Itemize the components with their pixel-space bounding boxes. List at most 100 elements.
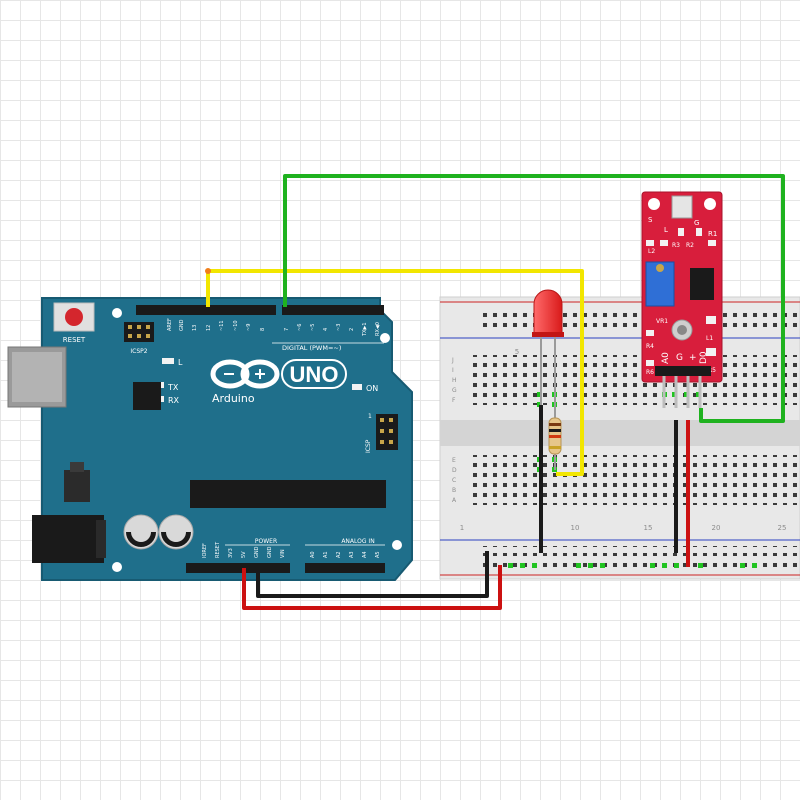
analog-label: ANALOG IN [341,538,374,545]
reset-label: RESET [63,336,86,344]
pin-label-7: 7 [284,328,290,331]
icsp-label: ICSP [365,439,372,453]
sensor-label-g: G [694,219,699,227]
sensor-label-l: L [664,226,668,234]
mount-hole-4 [392,540,402,550]
pin-label-12: 12 [206,325,212,331]
wire-green[interactable] [283,174,785,423]
icsp2-label: ICSP2 [130,348,147,355]
row-letter-j: J [451,357,454,364]
sensor-component-labels: L2 R2 R3 VR1 L1 R4 R5 R6 [646,242,716,376]
col-number-25: 25 [778,524,787,532]
analog-pin-labels: A0 A1 A2 A3 A4 A5 [310,551,381,558]
resistor[interactable] [548,405,562,470]
pin-label-a1: A1 [323,551,329,558]
reset-button[interactable] [53,302,95,332]
atmega-chip [190,480,386,508]
pin-label-6: ~6 [297,324,303,331]
reset-button-cap[interactable] [65,308,83,326]
model-name: UNO [290,362,339,387]
center-channel [440,420,800,446]
pin-label-gnd: GND [179,319,185,331]
row-letter-g: G [452,387,457,394]
row-letter-c: C [452,477,456,484]
wire-yellow[interactable] [206,269,584,476]
sensor-pin-plus: + [689,353,697,363]
led-rx-label: RX [168,396,180,405]
col-number-1: 1 [460,524,464,532]
power-label: POWER [255,538,277,545]
smd-components [646,228,716,366]
potentiometer-screw[interactable] [656,264,664,272]
digital-pin-labels: AREF GND 13 12 ~11 ~10 ~9 8 7 ~6 ~5 4 ~3… [167,318,381,337]
red-led[interactable] [532,289,564,405]
mount-hole-3 [380,333,390,343]
upper-terminal-holes [470,355,800,405]
sensor-pin-header [655,366,711,376]
col-number-5: 5 [515,348,519,356]
breadboard: 5 1 10 15 20 25 J I H G F E D C B A [439,296,800,580]
sound-sensor-module[interactable]: S L G R1 L2 R2 R3 VR1 L1 R4 R5 R6 [641,191,723,408]
potentiometer[interactable] [645,261,675,307]
wire-red-power[interactable] [242,565,502,610]
pin-label-5: ~5 [310,324,316,331]
pin-label-9: ~9 [246,324,252,331]
comp-label-l2: L2 [648,248,655,255]
led-on-label: ON [366,384,378,393]
sensor-pin-legs [662,376,702,408]
pin-label-a2: A2 [336,551,342,558]
digital-label: DIGITAL (PWM=~) [282,344,341,352]
power-header [186,563,290,573]
board-pcb [41,297,413,581]
row-letter-h: H [452,377,457,384]
led-l [162,358,174,364]
pin-label-a0: A0 [310,551,316,558]
mic-connector [671,195,693,219]
bottom-rail-holes-1 [480,546,800,556]
row-letter-d: D [452,467,457,474]
pin-label-gnd1: GND [254,546,260,558]
usb-chip [133,382,161,410]
row-letter-a: A [452,497,457,504]
power-pin-labels: IOREF RESET 3V3 5V GND GND VIN [202,541,286,558]
pin-label-8: 8 [260,328,266,331]
row-letter-f: F [452,397,456,404]
wire-black-power[interactable] [256,551,489,598]
pin-label-3v3: 3V3 [228,548,234,558]
pin-label-4: 4 [323,328,329,331]
led-tx-label: TX [167,383,179,392]
sensor-pin-labels: A0 G + D0 [661,351,709,364]
comp-label-vr1: VR1 [656,318,668,325]
voltage-regulator [64,470,90,502]
sensor-pin-g: G [676,353,683,363]
top-rail-holes-2 [480,322,800,332]
pin-label-3: ~3 [336,324,342,331]
sensor-mount-hole-right [704,198,716,210]
pin-label-13: 13 [192,325,198,331]
digital-header [136,305,384,315]
row-letters-bottom: E D C B A [452,457,457,504]
sensor-label-s: S [648,216,653,224]
row-letters-top: J I H G F [451,357,457,404]
wire-yellow-joint [205,268,211,274]
sensor-label-r1: R1 [708,230,717,238]
comp-label-l1: L1 [706,335,713,342]
col-number-15: 15 [644,524,653,532]
capacitor-2 [158,514,194,550]
lower-terminal-holes [470,455,800,505]
col-number-10: 10 [571,524,580,532]
row-letter-b: B [452,487,456,494]
uno-badge [281,359,347,389]
row-letter-e: E [452,457,456,464]
mount-hole-2 [112,562,122,572]
comp-label-r4: R4 [646,343,654,350]
comp-label-r6: R6 [646,369,654,376]
comp-label-r5: R5 [708,367,716,374]
comp-label-r2: R2 [686,242,694,249]
pin-label-10: ~10 [233,320,239,331]
icsp2-header [124,322,154,342]
comp-label-r3: R3 [672,242,680,249]
pin-label-tx1: TX▶1 [362,322,368,337]
pin-label-5v: 5V [241,551,247,558]
